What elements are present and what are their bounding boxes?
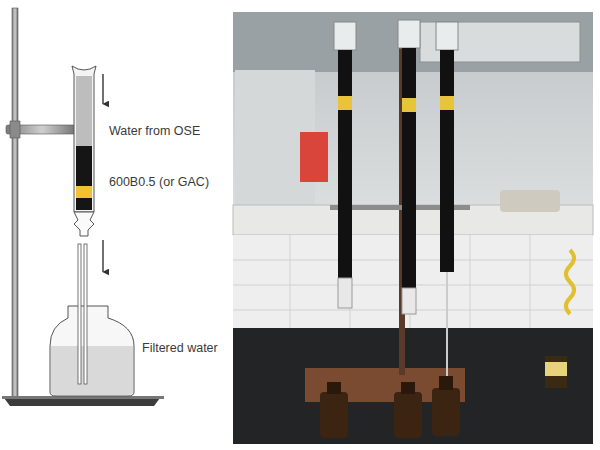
bottle-neck xyxy=(327,382,341,394)
part-label: Water from OSE xyxy=(109,124,200,139)
stand-base xyxy=(4,398,160,406)
column-label xyxy=(440,96,454,110)
adsorbent-bed xyxy=(76,146,92,186)
flow-arrow xyxy=(102,240,103,272)
column xyxy=(338,50,352,278)
glass-wool-plug xyxy=(76,186,92,198)
flow-arrow xyxy=(102,74,103,104)
bottle-label xyxy=(545,362,567,376)
amber-bottle xyxy=(432,388,460,436)
yellow-hose xyxy=(566,250,574,314)
column-reservoir xyxy=(398,20,420,48)
adsorbent-bed xyxy=(76,198,92,210)
lab-photo xyxy=(233,12,593,444)
collection-bottle xyxy=(50,306,134,396)
bottle-neck xyxy=(401,382,415,394)
outlet-tube xyxy=(84,244,87,384)
column-glass xyxy=(72,66,96,212)
red-cabinet xyxy=(300,132,328,182)
clamp-boss xyxy=(10,121,20,138)
outlet-tube xyxy=(446,272,448,378)
column-reservoir xyxy=(436,22,458,50)
column xyxy=(402,48,416,288)
column-tip xyxy=(402,288,416,314)
column xyxy=(440,50,454,272)
water-in-column xyxy=(76,76,92,146)
filtered-water xyxy=(51,346,133,395)
reagent-bottle xyxy=(545,356,567,388)
column-label xyxy=(402,98,416,112)
amber-bottle xyxy=(320,392,348,438)
column-reservoir xyxy=(334,22,356,50)
bench-top xyxy=(233,328,593,444)
amber-bottle xyxy=(394,392,422,438)
bag xyxy=(500,190,560,212)
photo-background xyxy=(233,12,593,444)
bottle-neck xyxy=(439,376,453,390)
outlet-tube xyxy=(78,244,81,384)
column-tip xyxy=(74,212,94,236)
part-label: 600B0.5 (or GAC) xyxy=(109,175,209,190)
stand-rod xyxy=(12,8,18,400)
part-label: Filtered water xyxy=(142,341,218,356)
column-tip xyxy=(338,278,352,308)
column-label xyxy=(338,96,352,110)
